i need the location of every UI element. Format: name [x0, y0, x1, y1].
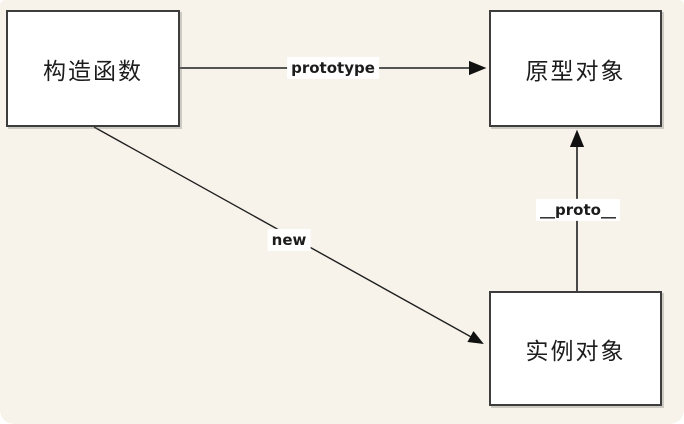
node-instance-object: 实例对象: [489, 291, 662, 406]
node-prototype-label: 原型对象: [525, 58, 626, 85]
edge-label-prototype: prototype: [287, 56, 379, 80]
node-constructor-function: 构造函数: [6, 10, 180, 127]
node-instance-label: 实例对象: [525, 338, 626, 365]
node-prototype-object: 原型对象: [489, 10, 662, 127]
edge-label-new: new: [267, 228, 311, 252]
node-constructor-label: 构造函数: [43, 58, 143, 85]
edge-label-proto: __proto__: [536, 198, 620, 222]
